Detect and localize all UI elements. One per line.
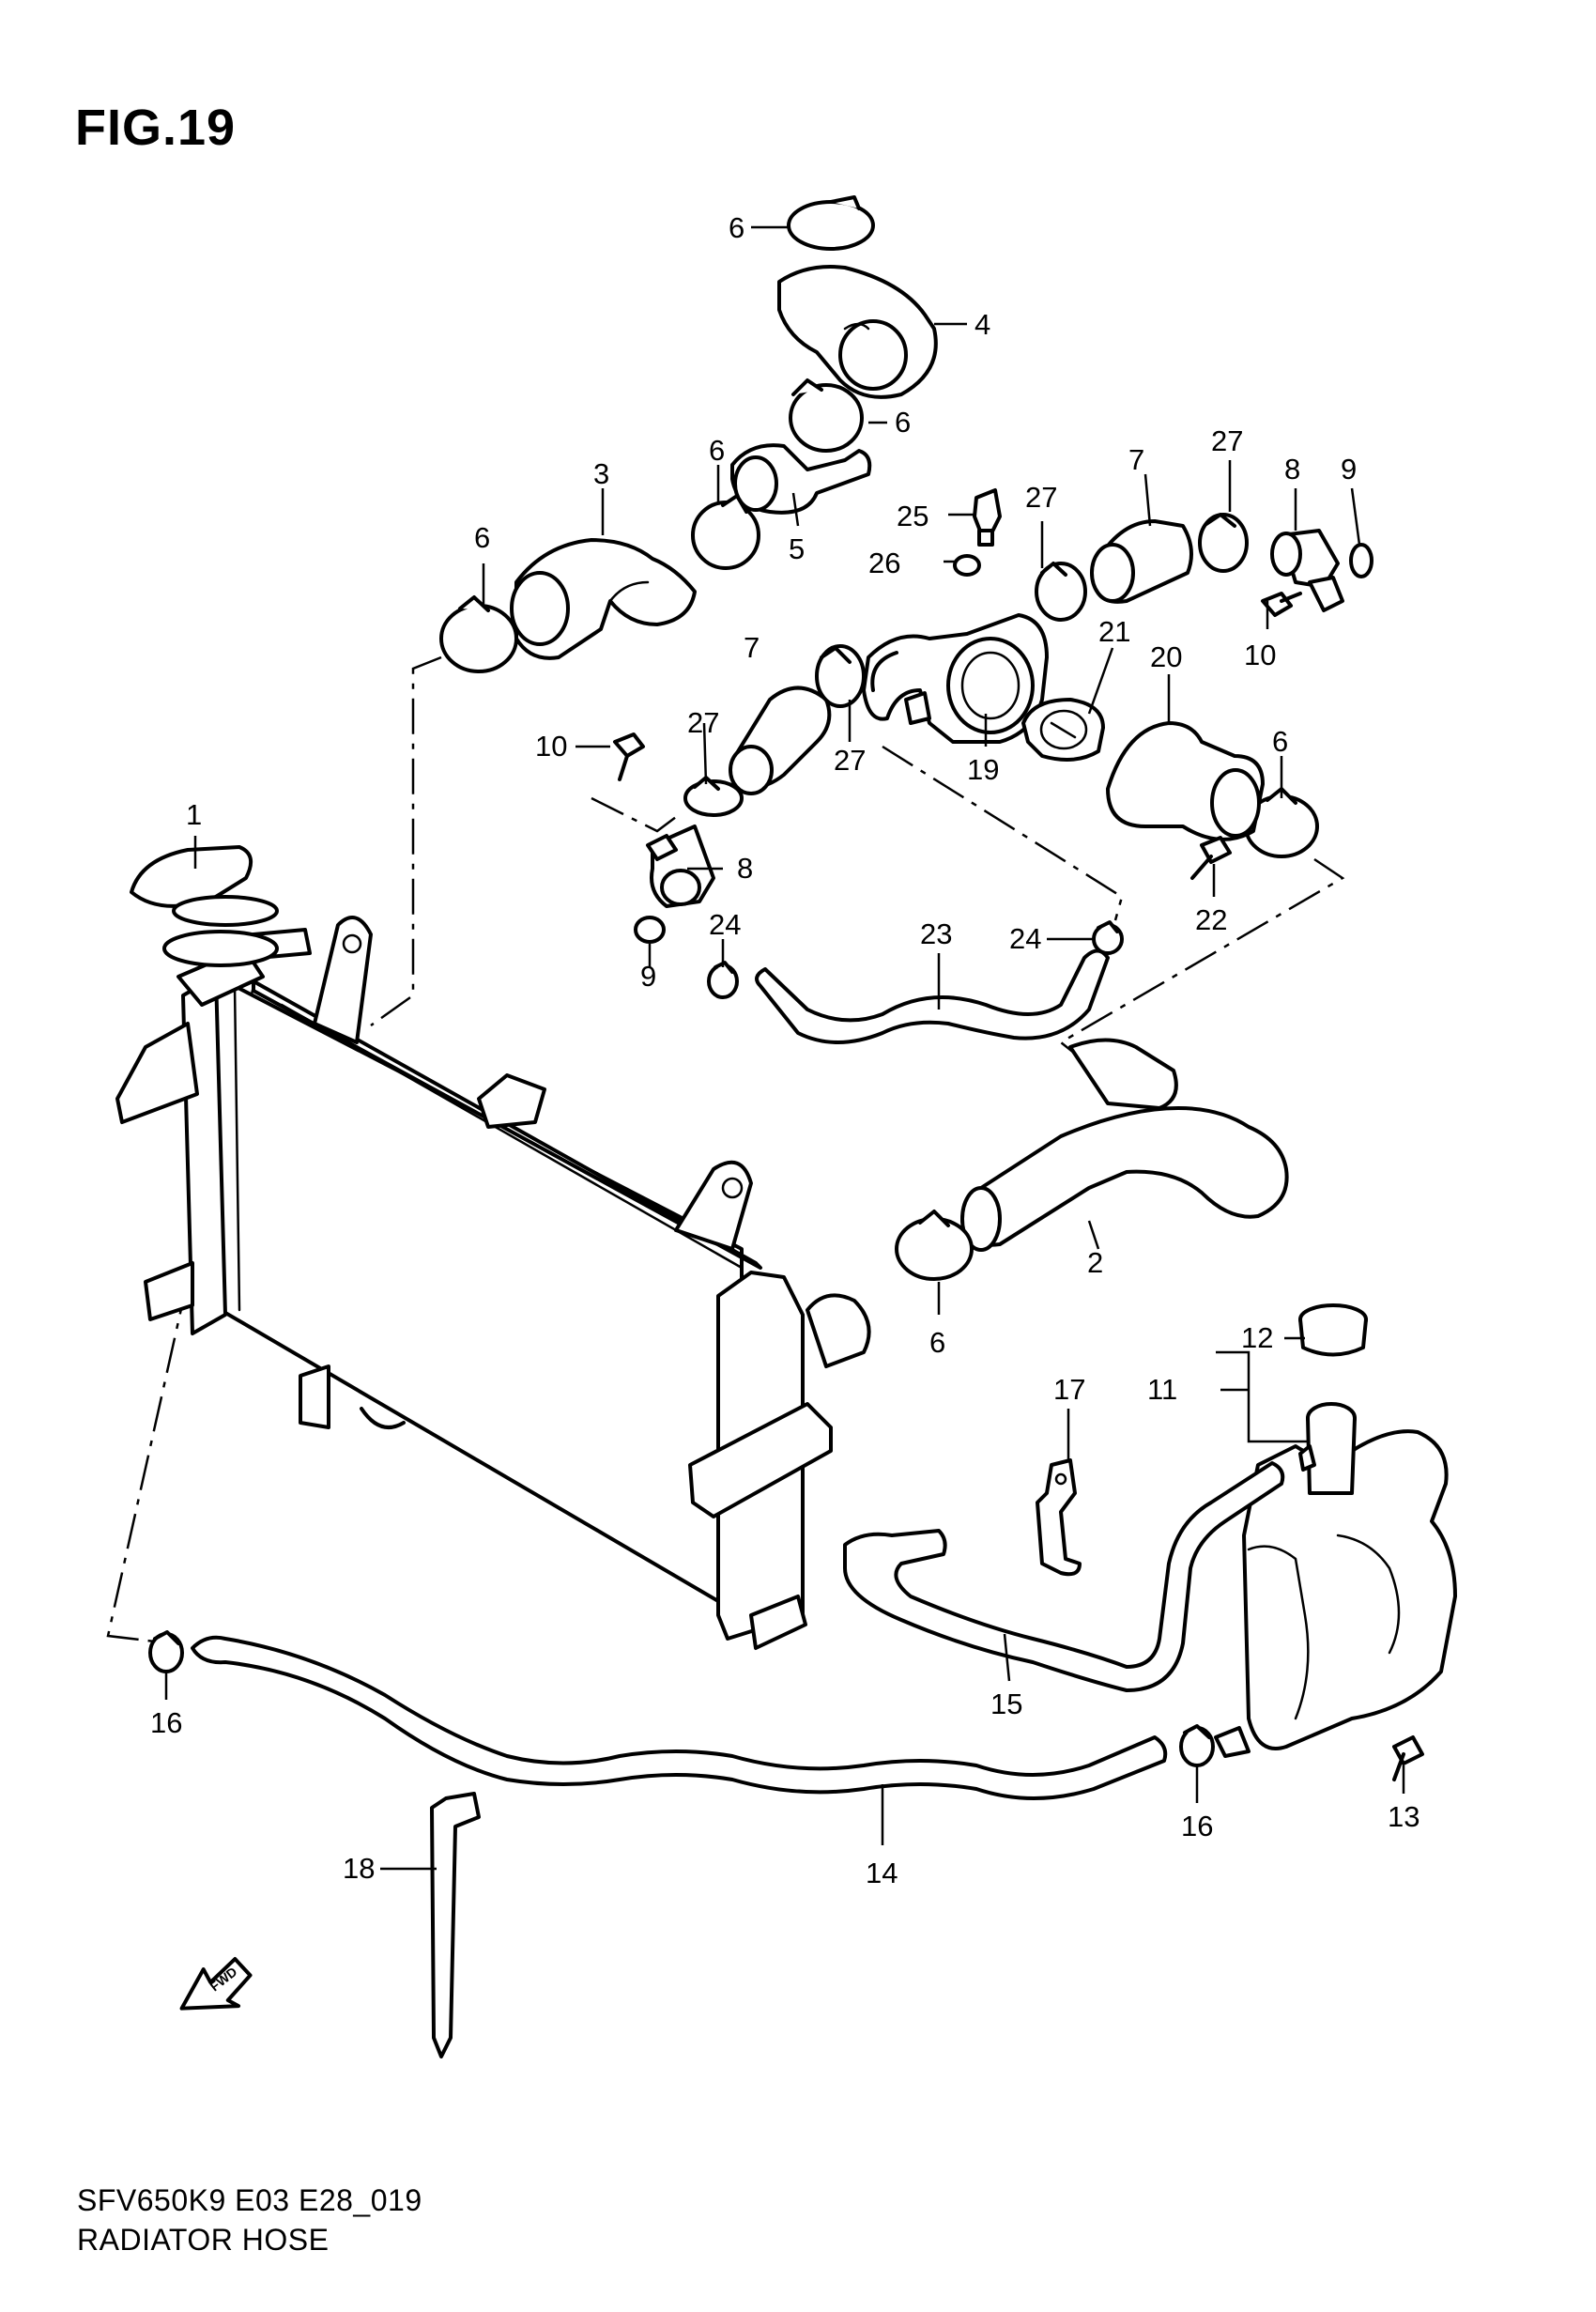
callout-8a: 8	[1284, 453, 1300, 486]
bolt[interactable]	[613, 592, 1302, 781]
figure-title: FIG.19	[75, 100, 237, 156]
callout-4: 4	[974, 308, 990, 341]
callout-2: 2	[1087, 1246, 1103, 1279]
thermostat[interactable]	[1021, 698, 1105, 762]
callout-6a: 6	[729, 211, 744, 244]
callout-24a: 24	[709, 908, 741, 941]
callout-1: 1	[186, 798, 202, 831]
callout-6c: 6	[709, 434, 725, 467]
reservoir-cap[interactable]	[1298, 1303, 1368, 1357]
callout-21: 21	[1098, 615, 1130, 648]
callout-25: 25	[897, 500, 928, 532]
short-hose[interactable]	[729, 519, 1193, 795]
thermostat-housing[interactable]	[862, 613, 1049, 744]
callout-17: 17	[1053, 1373, 1085, 1406]
callout-27c: 27	[834, 744, 866, 777]
leader-lines	[164, 225, 1405, 1871]
callout-6d: 6	[474, 521, 490, 554]
callout-10a: 10	[1244, 639, 1276, 671]
callout-16a: 16	[150, 1706, 182, 1739]
upper-radiator-hose[interactable]	[510, 538, 697, 660]
callout-11: 11	[1147, 1373, 1177, 1406]
callout-13: 13	[1388, 1800, 1420, 1833]
callout-16b: 16	[1181, 1810, 1213, 1842]
gasket[interactable]	[953, 554, 981, 577]
small-clip[interactable]	[707, 920, 1124, 999]
radiator[interactable]	[115, 916, 871, 1650]
small-hose-clamp[interactable]	[683, 513, 1249, 817]
lower-radiator-hose[interactable]	[960, 1038, 1289, 1252]
callout-27a: 27	[1025, 481, 1057, 514]
callout-27d: 27	[687, 706, 719, 739]
cover-bolt[interactable]	[1190, 836, 1232, 880]
callout-23: 23	[920, 917, 952, 950]
hose-strap[interactable]	[1036, 1458, 1082, 1577]
callout-24b: 24	[1009, 922, 1041, 955]
temperature-sensor[interactable]	[973, 488, 1002, 547]
callout-3: 3	[593, 457, 609, 490]
hose-clamp[interactable]	[439, 195, 1319, 1281]
hose-clip[interactable]	[148, 1630, 1215, 1767]
callout-26: 26	[868, 547, 900, 579]
callout-27b: 27	[1211, 424, 1243, 457]
callout-7b: 7	[744, 631, 760, 664]
overflow-hose[interactable]	[191, 1635, 1168, 1800]
figure-code: SFV650K9 E03 E28_019	[77, 2183, 422, 2217]
callout-15: 15	[990, 1688, 1022, 1720]
callout-14: 14	[866, 1857, 898, 1889]
callout-19: 19	[967, 753, 999, 786]
reservoir-tank[interactable]	[1214, 1402, 1457, 1758]
callout-9a: 9	[1341, 453, 1357, 486]
callout-6b: 6	[895, 406, 911, 439]
callout-8b: 8	[737, 852, 753, 885]
cable-tie[interactable]	[430, 1792, 481, 2058]
callout-18: 18	[343, 1852, 375, 1885]
elbow-hose[interactable]	[777, 265, 938, 399]
callout-5: 5	[789, 532, 805, 565]
fwd-direction-arrow: FWD	[179, 1957, 253, 2011]
callout-6e: 6	[929, 1326, 945, 1359]
callout-7a: 7	[1128, 443, 1144, 476]
callout-22: 22	[1195, 903, 1227, 936]
callout-6f: 6	[1272, 725, 1288, 758]
thermostat-cover[interactable]	[1106, 721, 1265, 841]
hose-joint[interactable]	[730, 443, 872, 515]
outlet-fitting[interactable]	[646, 529, 1344, 908]
bypass-hose[interactable]	[755, 948, 1110, 1044]
figure-name: RADIATOR HOSE	[77, 2223, 330, 2257]
callout-20: 20	[1150, 640, 1182, 673]
tank-bolt[interactable]	[1392, 1735, 1424, 1781]
reservoir-hose[interactable]	[843, 1461, 1285, 1692]
radiator-cap[interactable]	[130, 845, 279, 967]
o-ring[interactable]	[634, 543, 1373, 944]
callout-9b: 9	[640, 960, 656, 993]
callout-10b: 10	[535, 730, 567, 763]
callout-labels: 1 2 3 4 5 6 6 6 6 6 6 7 7 8 8 9 9 10 10 …	[150, 211, 1420, 1889]
callout-12: 12	[1241, 1321, 1273, 1354]
